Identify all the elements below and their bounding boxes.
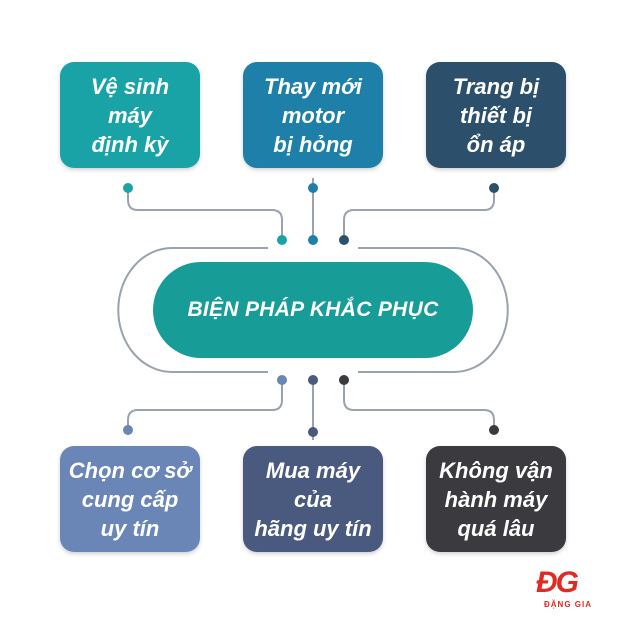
right-bracket-arc — [453, 247, 509, 373]
top-right-connector — [343, 188, 495, 240]
dot-top-middle-center — [308, 235, 318, 245]
dot-bottom-left-box — [123, 425, 133, 435]
dot-bottom-right-center — [339, 375, 349, 385]
box-cleaning-label: Vệ sinh máy định kỳ — [90, 73, 170, 157]
center-pill: BIỆN PHÁP KHẮC PHỤC — [153, 262, 473, 358]
top-left-connector — [127, 188, 283, 240]
dot-bottom-middle-center — [308, 375, 318, 385]
logo-mark: ĐG — [536, 566, 579, 599]
box-reputable-supplier-label: Chọn cơ sở cung cấp uy tín — [68, 457, 192, 541]
logo-text: ĐẶNG GIA — [544, 600, 592, 609]
dot-bottom-left-center — [277, 375, 287, 385]
box-avoid-long-operation-label: Không vận hành máy quá lâu — [439, 457, 553, 541]
box-cleaning: Vệ sinh máy định kỳ — [60, 62, 200, 168]
box-reputable-brand: Mua máy của hãng uy tín — [243, 446, 383, 552]
dot-bottom-right-box — [489, 425, 499, 435]
box-avoid-long-operation: Không vận hành máy quá lâu — [426, 446, 566, 552]
dot-top-left-center — [277, 235, 287, 245]
left-bracket-arc — [117, 247, 173, 373]
box-replace-motor: Thay mới motor bị hỏng — [243, 62, 383, 168]
bottom-right-connector — [343, 380, 495, 430]
box-voltage-stabilizer-label: Trang bị thiết bị ổn áp — [452, 73, 540, 157]
box-reputable-supplier: Chọn cơ sở cung cấp uy tín — [60, 446, 200, 552]
brand-logo: ĐG ĐẶNG GIA — [526, 566, 616, 616]
dot-top-middle-box — [308, 183, 318, 193]
dot-top-right-box — [489, 183, 499, 193]
center-label: BIỆN PHÁP KHẮC PHỤC — [187, 298, 439, 321]
box-replace-motor-label: Thay mới motor bị hỏng — [264, 73, 362, 157]
dot-top-left-box — [123, 183, 133, 193]
dot-top-right-center — [339, 235, 349, 245]
dot-bottom-middle-box — [308, 427, 318, 437]
box-voltage-stabilizer: Trang bị thiết bị ổn áp — [426, 62, 566, 168]
bottom-left-connector — [127, 380, 283, 430]
box-reputable-brand-label: Mua máy của hãng uy tín — [254, 457, 372, 541]
